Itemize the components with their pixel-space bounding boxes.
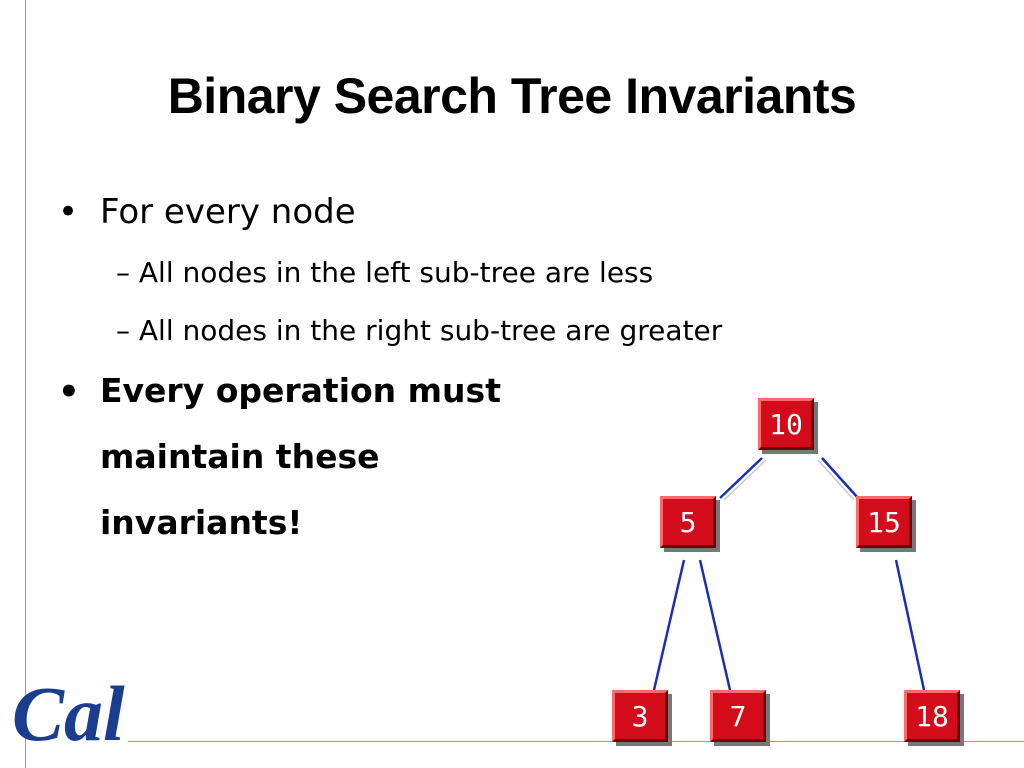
edge-10-15 (821, 457, 859, 499)
edge-5-3 (652, 559, 686, 691)
bottom-border-line (128, 741, 1024, 742)
bullet-2-text: Every operation must maintain these inva… (100, 358, 501, 556)
tree-edges (652, 457, 926, 691)
tree-node-left-right: 7 (710, 690, 766, 742)
sub-dash: – (116, 256, 130, 289)
left-border-line (25, 0, 26, 768)
bullet-2-line-3: invariants! (100, 503, 303, 542)
tree-node-right: 15 (856, 496, 912, 548)
edge-15-18 (894, 559, 926, 691)
bst-diagram: 10 5 15 3 7 18 (600, 390, 1000, 760)
edge-10-5 (719, 457, 763, 499)
tree-node-root: 10 (758, 398, 814, 450)
edge-5-7 (698, 559, 732, 691)
sub-dash: – (116, 314, 130, 347)
bullet-dot: • (58, 372, 80, 412)
sub-bullet-2-text: All nodes in the right sub-tree are grea… (138, 314, 723, 347)
bullet-dot: • (58, 192, 79, 232)
tree-node-left: 5 (660, 496, 716, 548)
cal-logo-text: Cal (12, 670, 125, 757)
sub-bullet-1: – All nodes in the left sub-tree are les… (116, 256, 653, 290)
bullet-2-line-2: maintain these (100, 437, 380, 476)
tree-node-left-left: 3 (612, 690, 668, 742)
sub-bullet-2: – All nodes in the right sub-tree are gr… (116, 314, 722, 348)
slide-title: Binary Search Tree Invariants (167, 68, 857, 124)
cal-logo: Cal (12, 670, 125, 757)
sub-bullet-1-text: All nodes in the left sub-tree are less (138, 256, 654, 289)
bullet-1-text: For every node (100, 192, 356, 232)
bullet-2-line-1: Every operation must (100, 371, 501, 410)
tree-node-right-right: 18 (904, 690, 960, 742)
